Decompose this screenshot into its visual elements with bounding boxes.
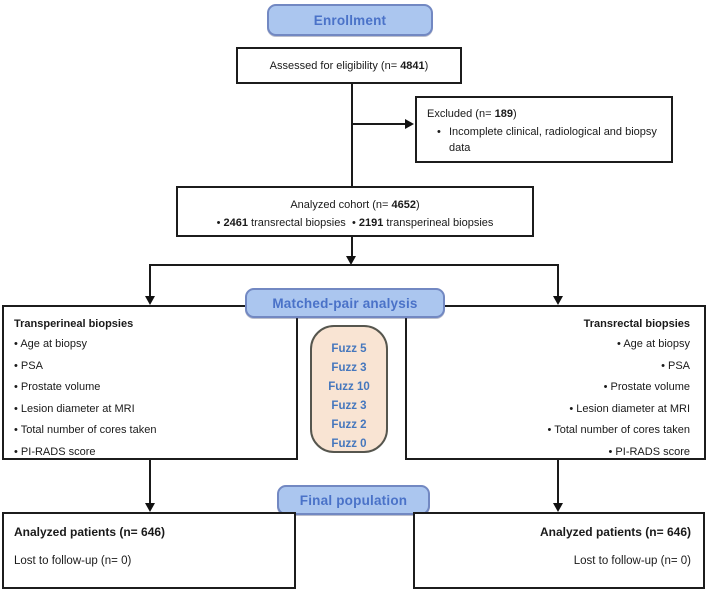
connector-left-to-final: [149, 460, 151, 504]
bullet-icon: [217, 217, 224, 229]
list-item: PI-RADS score: [407, 442, 690, 464]
arrowhead-bottom-right-icon: [553, 503, 563, 512]
bullet-icon: [352, 217, 359, 229]
list-item: Prostate volume: [14, 377, 296, 399]
final-population-label-box: Final population: [277, 485, 430, 515]
list-item: Lesion diameter at MRI: [14, 399, 296, 421]
connector-split-left: [149, 264, 151, 297]
assessed-box: Assessed for eligibility (n= 4841): [236, 47, 462, 84]
analyzed-patients-text: Analyzed patients (n= 646): [14, 525, 166, 539]
transperineal-list: Age at biopsy PSA Prostate volume Lesion…: [14, 334, 296, 463]
fuzz-line: Fuzz 2: [331, 419, 367, 431]
arrowhead-left-box-icon: [145, 296, 155, 305]
list-item: PSA: [407, 356, 690, 378]
transrectal-title: Transrectal biopsies: [583, 318, 690, 330]
fuzz-parameters-box: Fuzz 5 Fuzz 3 Fuzz 10 Fuzz 3 Fuzz 2 Fuzz…: [310, 325, 388, 453]
connector-right-to-final: [557, 460, 559, 504]
list-item: Age at biopsy: [14, 334, 296, 356]
analyzed-breakdown: 2461 transrectal biopsies 2191 transperi…: [178, 214, 532, 232]
fuzz-line: Fuzz 3: [331, 362, 367, 374]
list-item: Total number of cores taken: [407, 420, 690, 442]
transrectal-box: Transrectal biopsies Age at biopsy PSA P…: [405, 305, 706, 460]
assessed-text: Assessed for eligibility (n= 4841): [269, 59, 429, 72]
connector-split-horizontal: [149, 264, 559, 266]
connector-assessed-to-analyzed: [351, 84, 353, 186]
excluded-reason: Incomplete clinical, radiological and bi…: [427, 124, 663, 156]
connector-split-right: [557, 264, 559, 297]
bottom-right-box: Analyzed patients (n= 646) Lost to follo…: [413, 512, 705, 589]
matched-pair-label-box: Matched-pair analysis: [245, 288, 445, 318]
analyzed-cohort-box: Analyzed cohort (n= 4652) 2461 transrect…: [176, 186, 534, 237]
connector-analyzed-down: [351, 237, 353, 257]
analyzed-patients-text: Analyzed patients (n= 646): [539, 525, 691, 539]
lost-followup-text: Lost to follow-up (n= 0): [573, 555, 691, 567]
arrowhead-split-icon: [346, 256, 356, 265]
list-item: Lesion diameter at MRI: [407, 399, 690, 421]
fuzz-line: Fuzz 3: [331, 400, 367, 412]
list-item: PSA: [14, 356, 296, 378]
list-item: Total number of cores taken: [14, 420, 296, 442]
arrowhead-right-box-icon: [553, 296, 563, 305]
enrollment-label: Enrollment: [313, 12, 387, 28]
matched-pair-label: Matched-pair analysis: [272, 295, 418, 311]
transperineal-box: Transperineal biopsies Age at biopsy PSA…: [2, 305, 298, 460]
arrowhead-bottom-left-icon: [145, 503, 155, 512]
list-item: Prostate volume: [407, 377, 690, 399]
arrowhead-excluded-icon: [405, 119, 414, 129]
connector-to-excluded: [351, 123, 407, 125]
fuzz-line: Fuzz 5: [331, 343, 367, 355]
analyzed-title: Analyzed cohort (n= 4652): [290, 199, 420, 211]
final-population-label: Final population: [299, 492, 408, 508]
transrectal-list: Age at biopsy PSA Prostate volume Lesion…: [407, 334, 690, 463]
fuzz-line: Fuzz 10: [328, 381, 370, 393]
lost-followup-text: Lost to follow-up (n= 0): [14, 555, 132, 567]
excluded-box: Excluded (n= 189) Incomplete clinical, r…: [415, 96, 673, 163]
enrollment-label-box: Enrollment: [267, 4, 433, 36]
fuzz-line: Fuzz 0: [331, 438, 367, 450]
bottom-left-box: Analyzed patients (n= 646) Lost to follo…: [2, 512, 296, 589]
transperineal-title: Transperineal biopsies: [14, 318, 134, 330]
list-item: PI-RADS score: [14, 442, 296, 464]
excluded-title: Excluded (n= 189): [427, 108, 517, 120]
list-item: Age at biopsy: [407, 334, 690, 356]
